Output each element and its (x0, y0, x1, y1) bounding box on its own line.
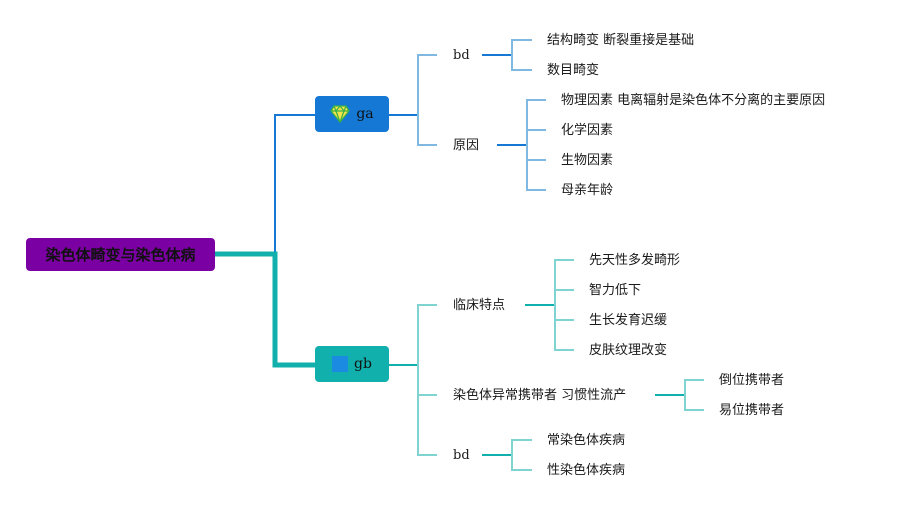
leaf-node[interactable]: 倒位携带者 (719, 373, 785, 388)
branch-node-gb[interactable]: gb (315, 346, 389, 382)
leaf-node[interactable]: 皮肤纹理改变 (589, 343, 668, 358)
clinical-bracket-line (554, 259, 574, 351)
branch-node-ga[interactable]: ga (315, 96, 389, 132)
leaf-node[interactable]: 结构畸变 断裂重接是基础 (547, 33, 695, 48)
causes-bracket-line (526, 99, 546, 191)
leaf-node[interactable]: 先天性多发畸形 (589, 253, 681, 268)
subtopic-gb-bd[interactable]: bd (453, 448, 470, 463)
leaf-node[interactable]: 化学因素 (561, 123, 614, 138)
subtopic-carriers[interactable]: 染色体异常携带者 习惯性流产 (453, 388, 627, 403)
carriers-bracket-line (684, 379, 704, 411)
root-node[interactable]: 染色体畸变与染色体病 (26, 238, 215, 271)
leaf-node[interactable]: 生物因素 (561, 153, 614, 168)
root-to-ga-line (215, 114, 315, 255)
leaf-node[interactable]: 易位携带者 (719, 403, 785, 418)
diamond-icon (330, 105, 351, 123)
gb-bd-bracket-line (511, 439, 532, 471)
leaf-node[interactable]: 生长发育迟缓 (589, 313, 668, 328)
leaf-node[interactable]: 母亲年龄 (561, 183, 614, 198)
branch-label: ga (356, 106, 374, 122)
gb-bracket-line (417, 304, 437, 456)
subtopic-causes[interactable]: 原因 (453, 138, 480, 153)
root-to-gb-line (215, 251, 315, 368)
branch-label: gb (354, 356, 372, 372)
bd-bracket-line (511, 39, 532, 71)
subtopic-ga-bd[interactable]: bd (453, 48, 470, 63)
root-label: 染色体畸变与染色体病 (45, 246, 196, 264)
square-icon (332, 356, 349, 372)
leaf-node[interactable]: 数目畸变 (547, 63, 600, 78)
ga-bracket-line (417, 54, 437, 146)
leaf-node[interactable]: 常染色体疾病 (547, 433, 626, 448)
subtopic-clinical[interactable]: 临床特点 (453, 298, 506, 313)
leaf-node[interactable]: 物理因素 电离辐射是染色体不分离的主要原因 (561, 93, 826, 108)
leaf-node[interactable]: 性染色体疾病 (547, 463, 626, 478)
leaf-node[interactable]: 智力低下 (589, 283, 642, 298)
